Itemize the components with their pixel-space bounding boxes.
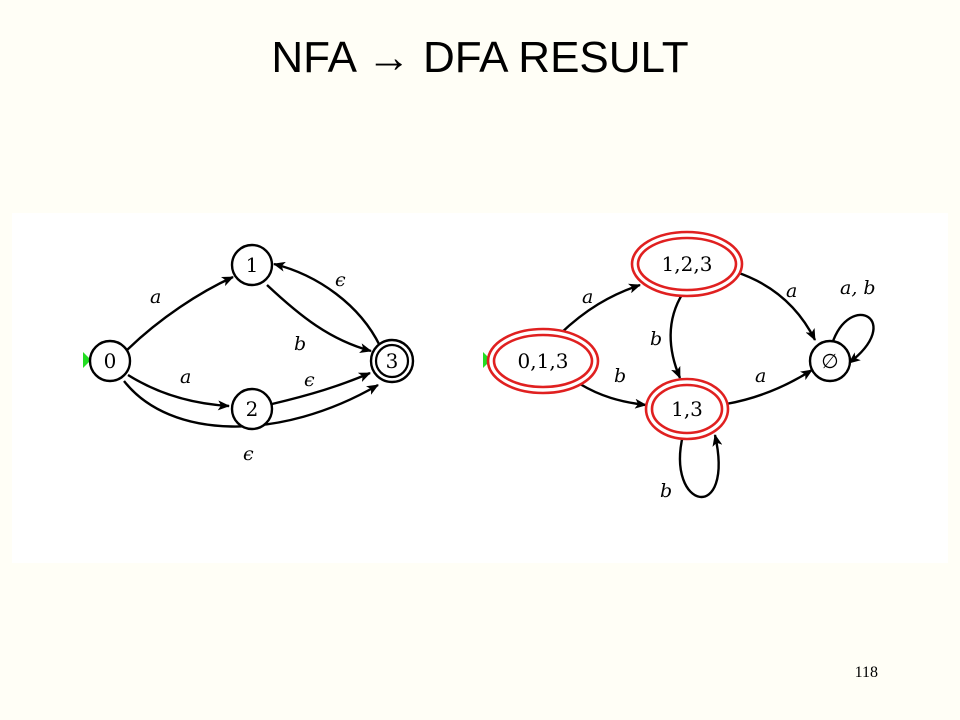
dfa-state-label-13: 1,3: [671, 397, 703, 421]
nfa-state-label-1: 1: [246, 253, 259, 277]
dfa-edge-013-123: [559, 283, 641, 335]
nfa-edge-label-1-3: b: [294, 333, 306, 355]
nfa-edge-2-3: [271, 371, 371, 406]
dfa-state-label-123: 1,2,3: [662, 252, 713, 276]
dfa-edge-label-013-123: a: [582, 286, 593, 308]
nfa-diagram: a a ϵ b ϵ ϵ 0 1 2 3: [83, 243, 415, 465]
dfa-edge-13-empty: [725, 368, 813, 406]
nfa-edge-0-2: [127, 373, 230, 411]
nfa-edge-label-0-3: ϵ: [243, 443, 254, 465]
nfa-edge-label-0-1: a: [150, 286, 161, 308]
dfa-state-label-013: 0,1,3: [518, 349, 569, 373]
nfa-edge-0-1: [126, 275, 234, 351]
dfa-state-013: 0,1,3: [486, 327, 600, 395]
nfa-edge-3-1: [273, 261, 382, 347]
dfa-state-13: 1,3: [644, 377, 730, 441]
dfa-edge-label-013-13: b: [614, 365, 626, 387]
nfa-state-label-2: 2: [246, 397, 259, 421]
nfa-state-2: 2: [230, 387, 274, 431]
nfa-edge-0-3: [123, 380, 379, 428]
dfa-edge-label-123-13: b: [650, 328, 662, 350]
dfa-edge-label-13-empty: a: [755, 365, 766, 387]
dfa-edge-123-empty: [735, 270, 817, 341]
nfa-start-arrow-icon: [83, 352, 91, 368]
nfa-state-label-0: 0: [104, 349, 117, 373]
nfa-state-0: 0: [88, 339, 132, 383]
dfa-edge-label-123-empty: a: [786, 280, 797, 302]
dfa-state-123: 1,2,3: [630, 230, 744, 298]
nfa-edge-1-3: [266, 284, 372, 353]
dfa-edge-empty-loop: [830, 313, 875, 364]
nfa-state-1: 1: [230, 243, 274, 287]
dfa-edge-013-13: [579, 382, 647, 409]
nfa-edge-label-3-1: ϵ: [335, 269, 346, 291]
dfa-state-label-empty: ∅: [821, 349, 838, 373]
dfa-edge-13-loop: [678, 434, 723, 499]
dfa-edge-label-13-loop: b: [660, 480, 672, 502]
nfa-edge-label-2-3: ϵ: [304, 369, 315, 391]
dfa-diagram: a b b a a b a, b 0,1,3 1,2,3 1,3 ∅: [483, 230, 876, 502]
nfa-state-label-3: 3: [386, 349, 399, 373]
dfa-state-empty: ∅: [808, 339, 852, 383]
dfa-edge-123-13: [669, 292, 685, 379]
nfa-edge-label-0-2: a: [180, 366, 191, 388]
slide-title: NFA → DFA RESULT: [271, 33, 689, 82]
nfa-state-3: 3: [369, 338, 415, 384]
page-number: 118: [854, 664, 878, 681]
figure-panel: [12, 213, 948, 563]
dfa-edge-label-empty-loop: a, b: [840, 277, 876, 299]
